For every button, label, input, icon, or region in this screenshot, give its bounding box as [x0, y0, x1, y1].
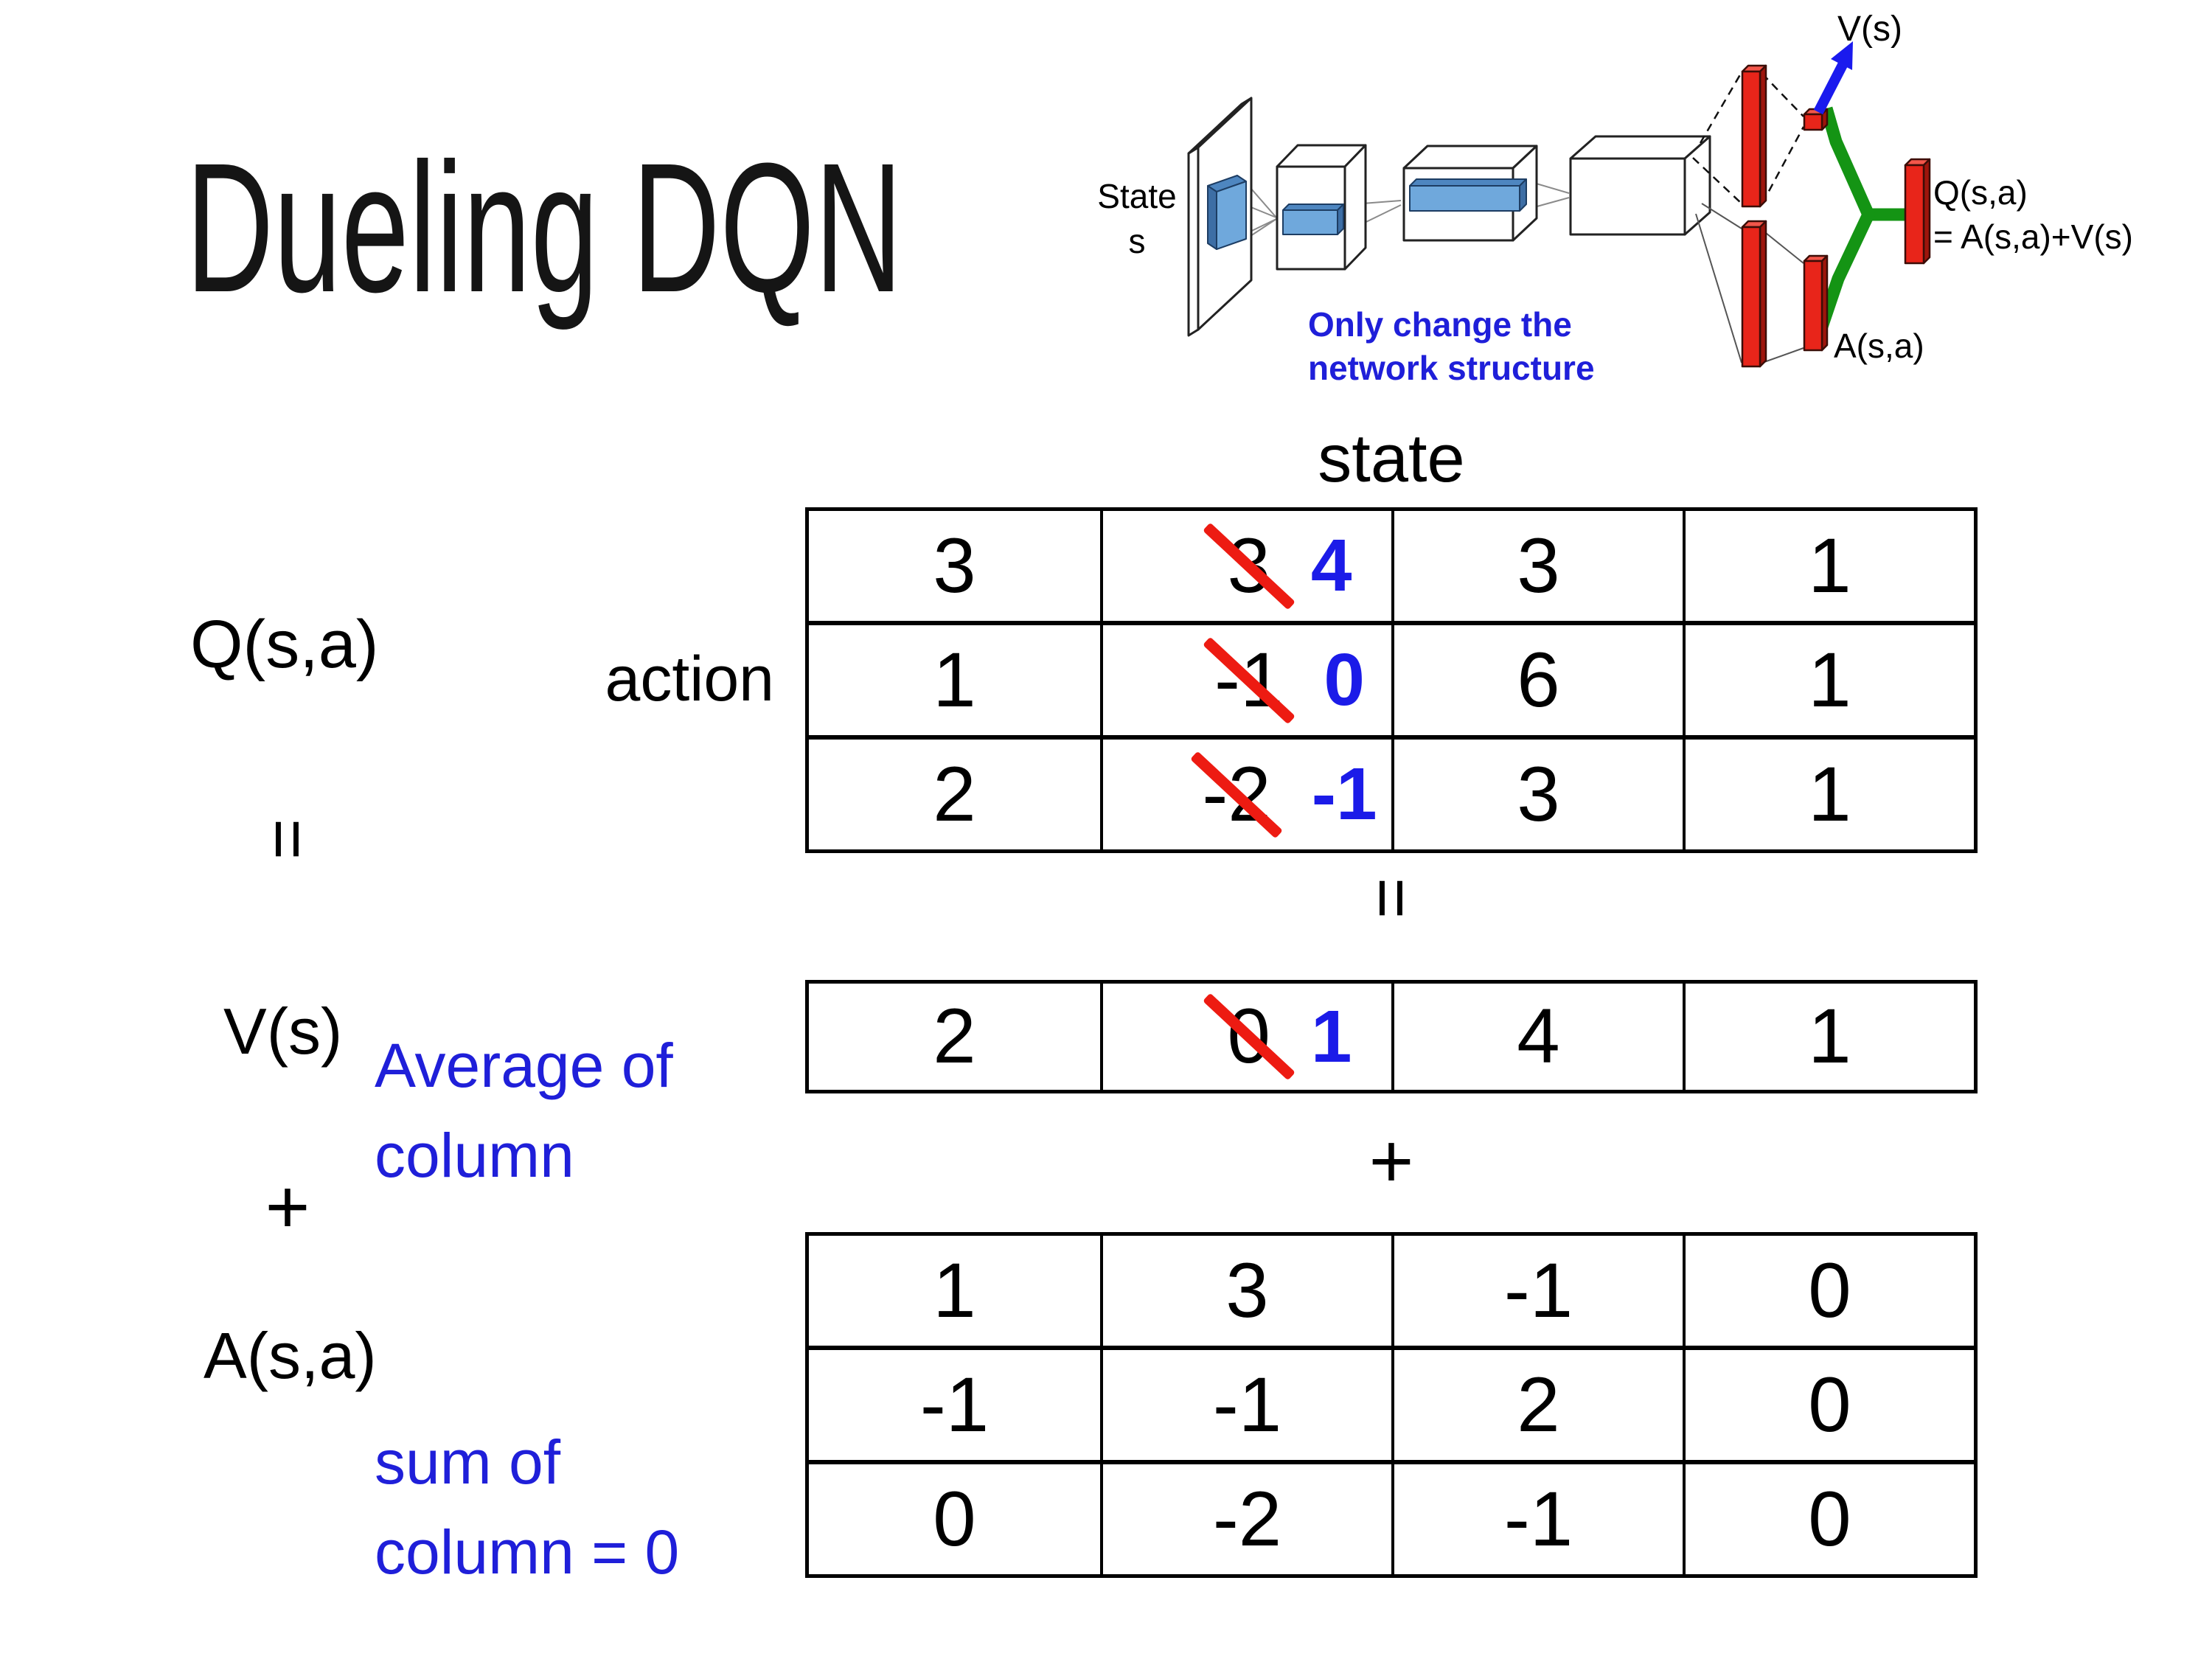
plus-glyph: + — [1368, 1118, 1414, 1204]
feature-bar-2 — [1409, 178, 1527, 212]
q-cell-corrected: -1 0 — [1100, 625, 1391, 735]
a-output-label: A(s,a) — [1834, 327, 1924, 365]
a-table: 1 3 -1 0 -1 -1 2 0 0 -2 -1 0 — [805, 1232, 1978, 1578]
table-row: 1 -1 0 6 1 — [809, 621, 1974, 735]
v-matrix-label: V(s) — [223, 995, 343, 1068]
q-cell: 2 — [933, 751, 976, 838]
table-row: 2 0 1 4 1 — [809, 984, 1974, 1090]
q-cell: 6 — [1391, 625, 1683, 735]
input-feature-box — [1207, 175, 1247, 250]
a-stream-hidden-bar — [1741, 220, 1767, 368]
sum-of-column-note: sum of column = 0 — [375, 1418, 679, 1598]
a-cell: 1 — [933, 1247, 976, 1334]
page-title: Dueling DQN — [186, 125, 903, 330]
corrected-value: 0 — [1324, 639, 1365, 721]
crossed-out-value: -1 — [1202, 636, 1295, 725]
q-output-formula-line2: = A(s,a)+V(s) — [1933, 217, 2133, 256]
table-row: 3 3 4 3 1 — [809, 511, 1974, 621]
equals-glyph: = — [248, 818, 327, 860]
equals-glyph: = — [1352, 877, 1431, 919]
network-note: Only change the network structure — [1308, 303, 1595, 390]
q-output-bar — [1904, 158, 1931, 265]
q-matrix-label: Q(s,a) — [190, 607, 379, 682]
a-cell: 0 — [1683, 1236, 1974, 1346]
feature-bar-1 — [1282, 204, 1344, 235]
plus-glyph: + — [265, 1164, 310, 1250]
a-cell: -1 — [919, 1361, 990, 1448]
v-stream-hidden-bar — [1741, 64, 1767, 208]
state-input-label-line2: s — [1128, 221, 1146, 260]
state-input-label-line1: State — [1097, 177, 1177, 215]
a-cell: 0 — [1683, 1350, 1974, 1460]
v-cell-corrected: 0 1 — [1100, 984, 1391, 1090]
network-note-line2: network structure — [1308, 348, 1595, 387]
table-row: 2 -2 -1 3 1 — [809, 735, 1974, 849]
table-row: 0 -2 -1 0 — [809, 1460, 1974, 1574]
average-note-line2: column — [375, 1120, 574, 1190]
v-cell: 4 — [1391, 984, 1683, 1090]
v-stream-connections — [1692, 72, 1805, 204]
average-note-line1: Average of — [375, 1031, 673, 1100]
network-diagram — [1187, 41, 1931, 368]
plus-sign-middle: + — [1340, 1119, 1443, 1204]
crossed-out-value: 0 — [1202, 992, 1295, 1081]
q-output-formula: Q(s,a) = A(s,a)+V(s) — [1933, 171, 2133, 260]
average-of-column-note: Average of column — [375, 1021, 673, 1201]
crossed-out-value: -2 — [1190, 751, 1283, 839]
plus-sign-left: + — [243, 1164, 332, 1250]
v-cell: 1 — [1683, 984, 1974, 1090]
crossed-out-value: 3 — [1202, 522, 1295, 611]
q-cell: 1 — [1683, 511, 1974, 621]
corrected-value: 1 — [1310, 995, 1352, 1078]
q-table: 3 3 4 3 1 1 -1 0 6 1 2 — [805, 507, 1978, 853]
table-row: 1 3 -1 0 — [809, 1236, 1974, 1346]
v-table: 2 0 1 4 1 — [805, 980, 1978, 1093]
a-cell: 3 — [1100, 1236, 1391, 1346]
a-cell: -1 — [1391, 1464, 1683, 1574]
state-axis-label: state — [1318, 421, 1465, 496]
a-cell: -1 — [1391, 1236, 1683, 1346]
q-cell: 3 — [933, 522, 976, 609]
fc-box — [1569, 135, 1711, 236]
state-input-label: State s — [1078, 174, 1196, 263]
v-output-label: V(s) — [1837, 10, 1902, 49]
q-cell: 1 — [1683, 625, 1974, 735]
v-output-arrow-icon — [1813, 41, 1853, 115]
equals-sign-left: = — [243, 796, 332, 881]
q-cell-corrected: 3 4 — [1100, 511, 1391, 621]
a-cell: 0 — [933, 1475, 976, 1562]
sum-note-line1: sum of — [375, 1427, 561, 1497]
table-row: -1 -1 2 0 — [809, 1346, 1974, 1460]
a-cell: -2 — [1100, 1464, 1391, 1574]
a-stream-connections — [1695, 203, 1804, 364]
q-cell: 3 — [1391, 511, 1683, 621]
q-cell: 1 — [1683, 740, 1974, 849]
aggregation-junction — [1862, 208, 1875, 221]
a-cell: 0 — [1683, 1464, 1974, 1574]
corrected-value: 4 — [1310, 524, 1352, 607]
q-cell: 1 — [933, 636, 976, 723]
a-cell: 2 — [1391, 1350, 1683, 1460]
sum-note-line2: column = 0 — [375, 1517, 680, 1587]
equals-sign-middle: = — [1340, 855, 1443, 940]
corrected-value: -1 — [1311, 753, 1377, 835]
q-cell-corrected: -2 -1 — [1100, 740, 1391, 849]
action-axis-label: action — [605, 644, 775, 714]
a-cell: -1 — [1100, 1350, 1391, 1460]
a-advantage-nodes-bar — [1803, 254, 1829, 352]
network-note-line1: Only change the — [1308, 305, 1572, 344]
q-output-formula-line1: Q(s,a) — [1933, 173, 2028, 212]
a-matrix-label: A(s,a) — [204, 1319, 377, 1392]
q-cell: 3 — [1391, 740, 1683, 849]
v-cell: 2 — [933, 993, 976, 1079]
